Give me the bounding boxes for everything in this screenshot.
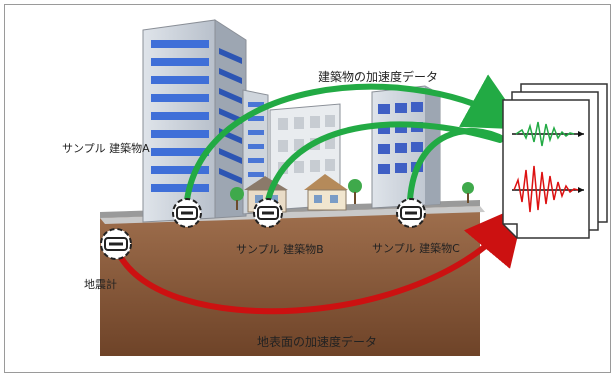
green-arrow-c <box>407 127 508 203</box>
seismometer-icon <box>100 228 132 260</box>
green-arrow-a <box>184 74 527 203</box>
label-sample-building-a: サンプル 建築物A <box>62 142 150 155</box>
house-right <box>304 174 348 211</box>
label-seismometer: 地震計 <box>84 278 117 291</box>
red-arrow <box>115 203 526 315</box>
seismometer-icon <box>396 198 426 228</box>
trees <box>230 179 474 210</box>
label-sample-building-c: サンプル 建築物C <box>372 242 460 255</box>
label-building-accel-data: 建築物の加速度データ <box>318 70 439 84</box>
label-ground-accel-data: 地表面の加速度データ <box>257 335 378 349</box>
seismometer-icon <box>253 198 283 228</box>
label-sample-building-b: サンプル 建築物B <box>236 243 324 256</box>
waveform-document-icon <box>502 83 608 239</box>
seismometer-icon <box>172 198 202 228</box>
green-arrows <box>184 74 527 203</box>
